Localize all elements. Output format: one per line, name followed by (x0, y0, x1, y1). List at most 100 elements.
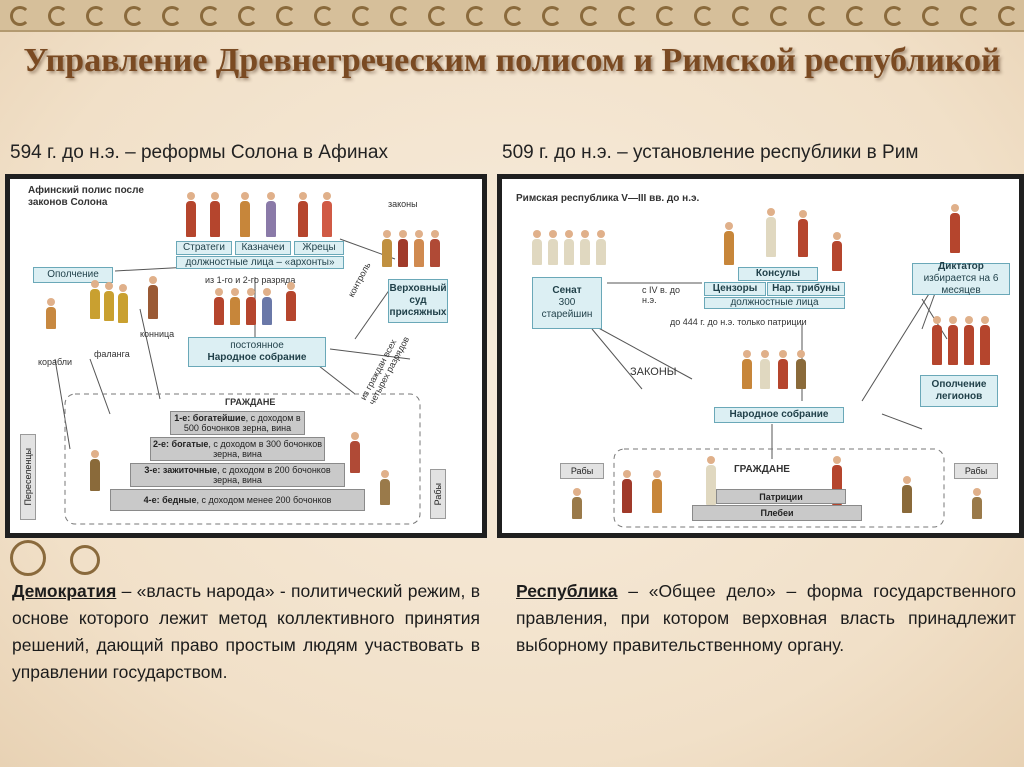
oxen-figure (902, 485, 912, 513)
priests-box: Жрецы (294, 241, 344, 255)
assembly-figure (796, 359, 806, 389)
settlers-label: Переселенцы (20, 434, 36, 520)
spiral-ornament-icon (504, 6, 524, 26)
spiral-ornament-icon (390, 6, 410, 26)
spiral-ornament-icon (656, 6, 676, 26)
democracy-term: Демократия (12, 581, 116, 601)
patricians-label: Патриции (717, 492, 845, 502)
spiral-ornament-icon (70, 545, 100, 575)
right-date-heading: 509 г. до н.э. – установление республики… (502, 142, 1022, 164)
slaves-left-label: Рабы (560, 463, 604, 479)
tier-3-desc: , с доходом в 200 бочонков зерна, вина (213, 465, 331, 485)
phalanx-note: фаланга (94, 349, 130, 359)
senator-figure (596, 239, 606, 265)
citizen-figure (350, 441, 360, 473)
consuls-label: Консулы (756, 268, 800, 280)
spiral-ornament-icon (48, 6, 68, 26)
senator-figure (580, 239, 590, 265)
tier-2-name: 2-е: богатые (153, 439, 208, 449)
spiral-ornament-icon (846, 6, 866, 26)
spiral-ornament-icon (960, 6, 980, 26)
officials-box: должностные лица (704, 297, 845, 309)
assembly-figure (214, 297, 224, 325)
spiral-ornament-icon (998, 6, 1018, 26)
laws-note: ЗАКОНЫ (630, 367, 677, 377)
official-figure (186, 201, 196, 237)
patricians-tier: Патриции (716, 489, 846, 504)
spiral-ornament-icon (542, 6, 562, 26)
patrician-figure (706, 465, 716, 505)
court-label: Верховный суд присяжных (389, 283, 447, 319)
spiral-ornament-icon (770, 6, 790, 26)
slide-title: Управление Древнегреческим полисом и Рим… (0, 40, 1024, 82)
spiral-ornament-icon (884, 6, 904, 26)
from-iv-note: с IV в. до н.э. (642, 285, 686, 305)
legion-figure (964, 325, 974, 365)
tribunes-label: Нар. трибуны (772, 283, 840, 295)
spiral-ornament-icon (352, 6, 372, 26)
official-figure (298, 201, 308, 237)
censors-label: Цензоры (713, 283, 758, 295)
senator-figure (532, 239, 542, 265)
jury-figure (414, 239, 424, 267)
treasurers-box: Казначеи (235, 241, 291, 255)
spiral-ornament-icon (466, 6, 486, 26)
senate-box: Сенат 300 старейшин (532, 277, 602, 329)
ships-note: корабли (38, 357, 72, 367)
legion-figure (932, 325, 942, 365)
tier-2: 2-е: богатые, с доходом в 300 бочонков з… (150, 437, 325, 461)
militia-box: Ополчение (33, 267, 113, 283)
spiral-ornament-icon (808, 6, 828, 26)
tier-4-name: 4-е: бедные (144, 495, 197, 505)
phalanx-figure (104, 291, 114, 321)
dictator-figure (950, 213, 960, 253)
slaves-label: Рабы (430, 469, 446, 519)
rome-diagram: Римская республика V—III вв. до н.э. Сен… (497, 174, 1024, 538)
phalanx-figure (90, 289, 100, 319)
republic-definition: Республика – «Общее дело» – форма госуда… (516, 578, 1016, 659)
tribune-figure (832, 241, 842, 271)
ship-figure (46, 307, 56, 329)
strategoi-box: Стратеги (176, 241, 232, 255)
spiral-ornament-icon (732, 6, 752, 26)
slave-figure (972, 497, 982, 519)
official-figure (266, 201, 276, 237)
assembly-label: Народное собрание (730, 409, 829, 421)
assembly-prefix: постоянное (230, 340, 284, 352)
left-date-heading: 594 г. до н.э. – реформы Солона в Афинах (10, 142, 388, 164)
jury-figure (430, 239, 440, 267)
tier-2-desc: , с доходом в 300 бочонков зерна, вина (208, 439, 322, 459)
official-figure (322, 201, 332, 237)
spiral-ornament-icon (238, 6, 258, 26)
censors-box: Цензоры (704, 282, 766, 296)
plebeian-figure (652, 479, 662, 513)
jury-figure (382, 239, 392, 267)
spiral-ornament-icon (86, 6, 106, 26)
tier-1: 1-е: богатейшие, с доходом в 500 бочонко… (170, 411, 305, 435)
republic-term: Республика (516, 581, 618, 601)
spiral-ornament-icon (200, 6, 220, 26)
spiral-ornament-icon (428, 6, 448, 26)
citizen-figure (90, 459, 100, 491)
tribunes-box: Нар. трибуны (767, 282, 845, 296)
assembly-box: Народное собрание (714, 407, 844, 423)
assembly-figure (230, 297, 240, 325)
spiral-ornament-icon (618, 6, 638, 26)
slaves-right-label: Рабы (954, 463, 998, 479)
spiral-ornament-icon (922, 6, 942, 26)
tier-3-name: 3-е: зажиточные (144, 465, 217, 475)
official-figure (240, 201, 250, 237)
athens-diagram: Афинский полис после законов Солона Стра… (5, 174, 487, 538)
plebeian-figure (622, 479, 632, 513)
slaves-text: Рабы (433, 483, 443, 505)
citizen-figure (380, 479, 390, 505)
senator-figure (548, 239, 558, 265)
court-box: Верховный суд присяжных (388, 279, 448, 323)
assembly-figure (760, 359, 770, 389)
tier-4-desc: , с доходом менее 200 бочонков (196, 495, 331, 505)
archons-box: должностные лица – «архонты» (176, 256, 344, 269)
settlers-text: Переселенцы (23, 448, 33, 506)
assembly-figure (246, 297, 256, 325)
dictator-note: избирается на 6 месяцев (913, 273, 1009, 297)
